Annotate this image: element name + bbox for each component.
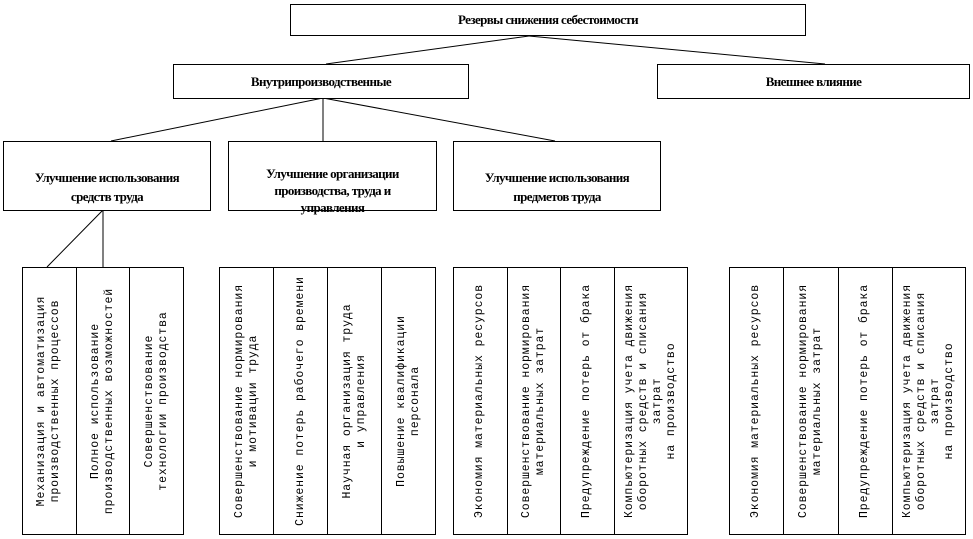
reserve-item-text: Предупреждение потерь от брака xyxy=(580,283,594,519)
group-organization-reserves: Совершенствование нормирования и мотивац… xyxy=(219,267,436,535)
root-node: Резервы снижения себестоимости xyxy=(290,4,806,36)
reserve-item: Снижение потерь рабочего времени xyxy=(274,268,328,534)
reserve-item: Совершенствование нормирования материаль… xyxy=(784,268,839,534)
reserve-item: Совершенствование нормирования материаль… xyxy=(508,268,561,534)
reserve-item: Полное использование производственных во… xyxy=(77,268,131,534)
reserve-item: Повышение квалификации персонала xyxy=(382,268,435,534)
reserve-item-text: Экономия материальных ресурсов xyxy=(473,283,487,519)
reserve-item-text: Предупреждение потерь от брака xyxy=(858,283,872,519)
internal-node: Внутрипроизводственные xyxy=(173,64,469,99)
reserve-item-text: Компьютеризация учета движения оборотных… xyxy=(622,283,678,519)
reserve-item-text: Механизация и автоматизация производстве… xyxy=(35,295,63,507)
group-tools-reserves: Механизация и автоматизация производстве… xyxy=(22,267,184,535)
reserve-item: Совершенствование нормирования и мотивац… xyxy=(220,268,274,534)
reserve-item: Экономия материальных ресурсов xyxy=(454,268,508,534)
reserve-item-text: Совершенствование технологии производств… xyxy=(142,311,170,491)
reserve-item-text: Полное использование производственных во… xyxy=(89,287,116,515)
reserve-item: Экономия материальных ресурсов xyxy=(730,268,784,534)
objects-node: Улучшение использования предметов труда xyxy=(453,141,661,211)
internal-label: Внутрипроизводственные xyxy=(250,73,392,89)
reserve-item-text: Компьютеризация учета движения оборотных… xyxy=(900,283,956,519)
reserve-item: Компьютеризация учета движения оборотных… xyxy=(893,268,965,534)
reserve-item: Научная организация труда и управления xyxy=(328,268,382,534)
reserve-item: Предупреждение потерь от брака xyxy=(839,268,893,534)
organization-node: Улучшение организации производства, труд… xyxy=(228,141,437,215)
connector-tools-group-b xyxy=(46,209,104,268)
organization-label: Улучшение организации производства, труд… xyxy=(266,166,399,215)
reserve-item-text: Экономия материальных ресурсов xyxy=(749,283,763,519)
connector-root-internal xyxy=(325,35,530,65)
reserve-item-text: Совершенствование нормирования материаль… xyxy=(519,283,547,519)
tools-label: Улучшение использования средств труда xyxy=(34,170,180,204)
root-title: Резервы снижения себестоимости xyxy=(458,12,639,27)
group-objects-reserves: Экономия материальных ресурсов Совершенс… xyxy=(453,267,688,535)
reserve-item: Совершенствование технологии производств… xyxy=(130,268,183,534)
connector-internal-tools xyxy=(110,97,324,142)
reserve-item: Компьютеризация учета движения оборотных… xyxy=(615,268,687,534)
connector-internal-objects xyxy=(322,97,556,142)
connector-root-external xyxy=(528,35,826,65)
reserve-item-text: Научная организация труда и управления xyxy=(340,303,368,499)
reserve-item-text: Снижение потерь рабочего времени xyxy=(293,276,307,526)
group-external-reserves: Экономия материальных ресурсов Совершенс… xyxy=(729,267,966,535)
tools-node: Улучшение использования средств труда xyxy=(3,141,211,211)
reserve-item-text: Совершенствование нормирования материаль… xyxy=(796,283,824,519)
external-label: Внешнее влияние xyxy=(765,73,862,89)
reserve-item-text: Совершенствование нормирования и мотивац… xyxy=(232,283,260,519)
reserve-item-text: Повышение квалификации персонала xyxy=(394,315,422,487)
reserve-item: Предупреждение потерь от брака xyxy=(561,268,615,534)
reserve-item: Механизация и автоматизация производстве… xyxy=(23,268,77,534)
external-node: Внешнее влияние xyxy=(657,64,970,99)
objects-label: Улучшение использования предметов труда xyxy=(484,170,630,204)
